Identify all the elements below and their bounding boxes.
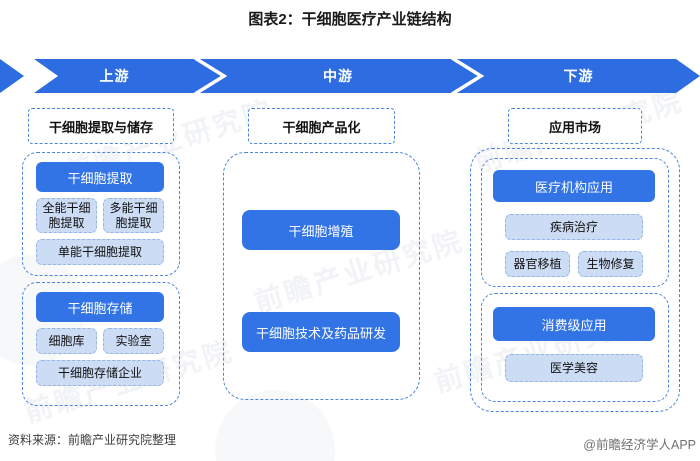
upstream-header-box: 干细胞提取与储存 xyxy=(28,108,174,144)
downstream-header-box: 应用市场 xyxy=(508,108,642,144)
storage-group-title: 干细胞存储 xyxy=(36,292,164,322)
banner-segment-midstream: 中游 xyxy=(323,68,353,84)
item-cell-bank: 细胞库 xyxy=(36,328,97,354)
item-pluripotent-extraction: 多能干细胞提取 xyxy=(103,198,164,233)
banner-segment-downstream: 下游 xyxy=(563,68,594,84)
extraction-group-title: 干细胞提取 xyxy=(36,162,164,192)
data-source-note: 资料来源：前瞻产业研究院整理 xyxy=(8,433,177,447)
upstream-extraction-group xyxy=(22,152,180,276)
item-stemcell-proliferation: 干细胞增殖 xyxy=(242,210,400,250)
item-bio-repair: 生物修复 xyxy=(578,251,643,277)
brand-credit: @前瞻经济学人APP xyxy=(583,438,696,452)
banner-segment-upstream: 上游 xyxy=(99,68,130,84)
item-tech-drug-rnd: 干细胞技术及药品研发 xyxy=(242,312,400,352)
item-organ-transplant: 器官移植 xyxy=(505,251,570,277)
consumer-application-group xyxy=(481,293,669,402)
consumer-application-title: 消费级应用 xyxy=(493,307,655,341)
item-laboratory: 实验室 xyxy=(103,328,164,354)
watermark-logo-circle xyxy=(215,390,335,461)
item-totipotent-extraction: 全能干细胞提取 xyxy=(36,198,97,233)
chain-stage-banner: 上游 中游 下游 xyxy=(0,59,700,93)
item-disease-treatment: 疾病治疗 xyxy=(505,214,643,240)
chart-title: 图表2：干细胞医疗产业链结构 xyxy=(248,11,452,28)
midstream-group xyxy=(223,152,420,400)
midstream-header-box: 干细胞产品化 xyxy=(248,108,395,144)
upstream-storage-group xyxy=(22,282,180,406)
item-unipotent-extraction: 单能干细胞提取 xyxy=(36,239,164,265)
downstream-outer-group xyxy=(470,148,680,412)
item-storage-enterprise: 干细胞存储企业 xyxy=(36,360,164,386)
medical-application-title: 医疗机构应用 xyxy=(493,170,655,202)
chevron-banner-shape xyxy=(0,59,700,93)
item-medical-beauty: 医学美容 xyxy=(505,354,643,382)
medical-application-group xyxy=(481,158,669,287)
